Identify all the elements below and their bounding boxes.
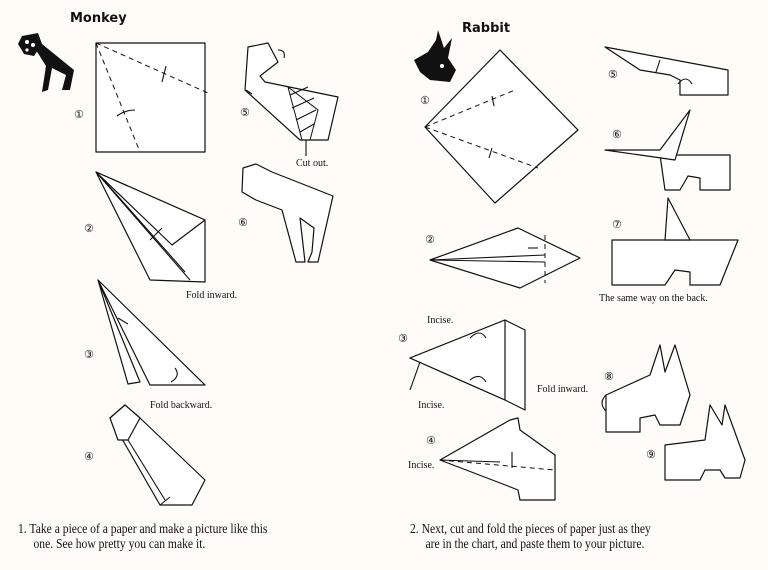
step-number: ③ [84, 348, 94, 361]
step-number: ④ [426, 434, 436, 447]
cut-out-label: Cut out. [296, 158, 328, 169]
rabbit-step-2: ② [425, 227, 581, 289]
monkey-step-6: ⑥ [238, 163, 334, 263]
instruction-1: 1. Take a piece of a paper and make a pi… [18, 521, 267, 551]
rabbit-step-9: ⑨ [646, 404, 746, 481]
instruction-2: 2. Next, cut and fold the pieces of pape… [410, 521, 651, 551]
monkey-step-2: ② Fold inward. [84, 171, 237, 301]
fold-backward-label: Fold backward. [150, 400, 212, 411]
step-number: ⑥ [612, 128, 622, 141]
incise-label: Incise. [427, 315, 453, 326]
same-way-label: The same way on the back. [599, 293, 708, 304]
incise-label: Incise. [408, 460, 434, 471]
rabbit-step-3: ③ Incise. Incise. [398, 315, 526, 411]
rabbit-step-1: ① [420, 49, 579, 204]
step-number: ⑥ [238, 216, 248, 229]
instruction-number: 1. [18, 521, 27, 536]
step-number: ③ [398, 332, 408, 345]
step-number: ④ [84, 450, 94, 463]
step-number: ① [420, 94, 430, 107]
instruction-line: Next, cut and fold the pieces of paper j… [421, 521, 651, 536]
monkey-step-1: ① [74, 42, 209, 153]
rabbit-silhouette-icon [414, 30, 456, 82]
instruction-number: 2. [410, 521, 419, 536]
monkey-step-4: ④ [84, 404, 206, 506]
monkey-step-5: ⑤ Cut out. [240, 42, 339, 169]
step-number: ② [84, 222, 94, 235]
rabbit-step-5: ⑤ [604, 46, 729, 96]
rabbit-step-4: ④ Incise. [408, 417, 556, 501]
step-number: ⑨ [646, 448, 656, 461]
monkey-title: Monkey [70, 11, 127, 26]
monkey-step-3: ③ Fold backward. [84, 279, 212, 411]
step-number: ② [425, 233, 435, 246]
rabbit-step-6: ⑥ [604, 109, 731, 191]
step-number: ⑤ [240, 106, 250, 119]
step-number: ① [74, 108, 84, 121]
instruction-line: are in the chart, and paste them to your… [425, 536, 645, 551]
step-number: ⑤ [608, 68, 618, 81]
step-number: ⑧ [604, 370, 614, 383]
fold-inward-label: Fold inward. [537, 384, 588, 395]
rabbit-step-8: ⑧ Fold inward. [537, 344, 691, 433]
rabbit-step-7: ⑦ The same way on the back. [599, 197, 739, 304]
instruction-line: Take a piece of a paper and make a pictu… [29, 521, 268, 536]
rabbit-title: Rabbit [462, 21, 510, 36]
instruction-line: one. See how pretty you can make it. [33, 536, 206, 551]
incise-label: Incise. [418, 400, 444, 411]
step-number: ⑦ [612, 218, 622, 231]
monkey-silhouette-icon [18, 33, 74, 92]
fold-inward-label: Fold inward. [186, 290, 237, 301]
